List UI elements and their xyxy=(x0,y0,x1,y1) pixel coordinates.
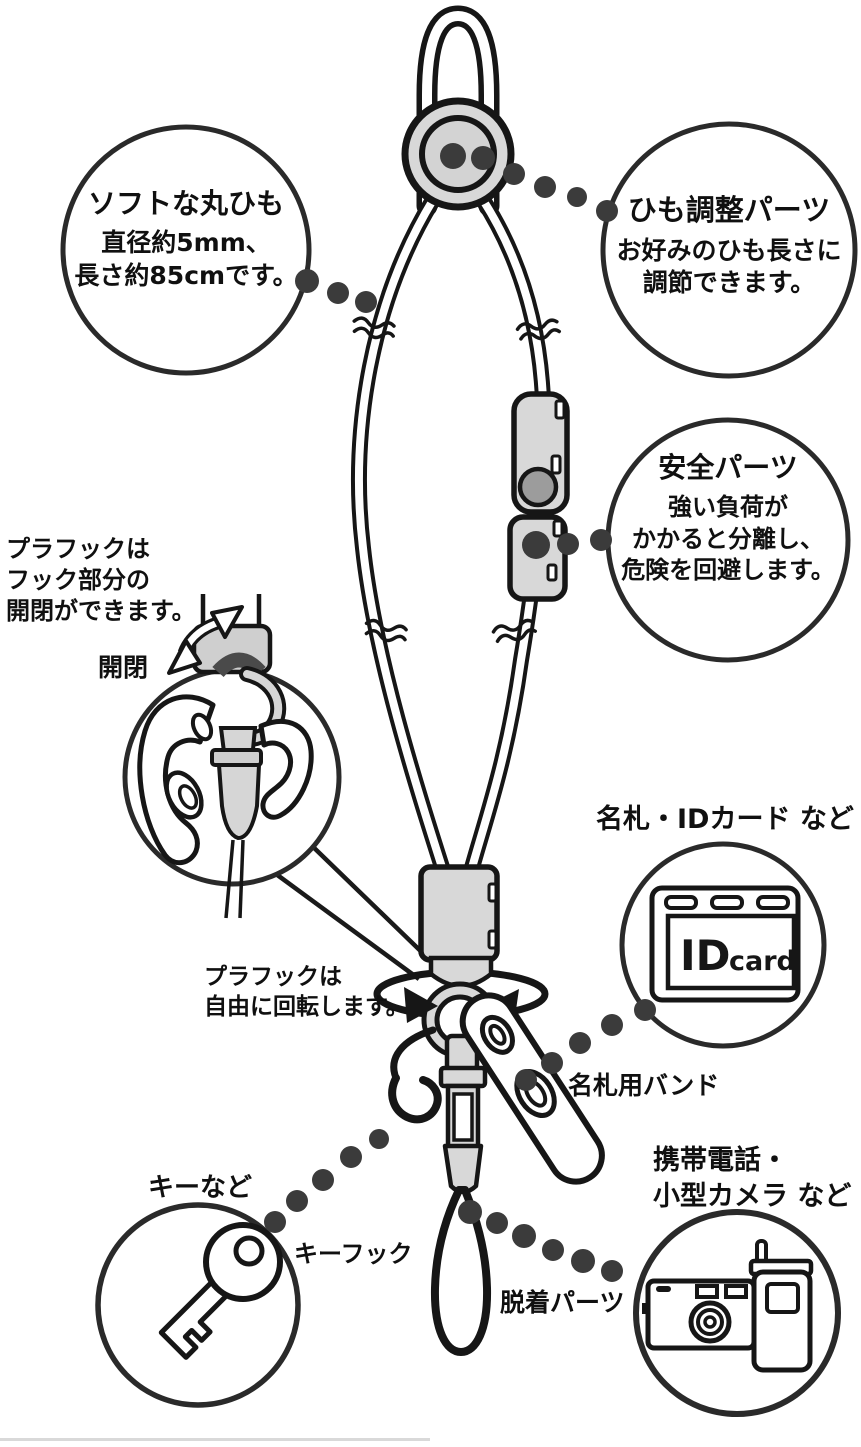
callout-cord-adjuster-title: ひも調整パーツ xyxy=(627,193,831,227)
callout-safety-part-title: 安全パーツ xyxy=(658,451,798,484)
callout-soft-cord-line: 直径約5mm、 xyxy=(101,228,271,258)
note-hook-rotation: プラフックは 自由に回転します。 xyxy=(204,962,409,1023)
main-hook xyxy=(438,1033,488,1195)
note-hook-open-close-line: フック部分の xyxy=(6,566,150,595)
id-card-text-card: card xyxy=(729,946,796,977)
callout-circles xyxy=(60,121,858,663)
callout-safety-part: 安全パーツ 強い負荷が かかると分離し、 危険を回避します。 xyxy=(608,450,848,586)
dots-key xyxy=(264,1129,389,1233)
key-hook-part xyxy=(388,1026,442,1124)
callout-safety-part-line: 強い負荷が xyxy=(668,493,788,522)
callout-safety-part-line: 危険を回避します。 xyxy=(621,555,835,584)
phone-icon xyxy=(748,1239,814,1373)
note-hook-open-close-line: 開閉ができます。 xyxy=(6,597,196,626)
note-hook-open-close-line: プラフックは xyxy=(6,535,150,563)
callout-circle-soft-cord xyxy=(60,124,312,376)
camera-phone-callout xyxy=(633,1209,841,1417)
id-card-callout: ID card xyxy=(619,841,827,1049)
heading-keys: キーなど xyxy=(148,1173,253,1203)
key-icon xyxy=(158,1222,283,1360)
strap-loop xyxy=(430,1186,492,1356)
callout-soft-cord-line: 長さ約85cmです。 xyxy=(74,260,298,290)
heading-phone-camera: 携帯電話・ 小型カメラ など xyxy=(653,1143,851,1214)
label-detachable-part: 脱着パーツ xyxy=(500,1288,625,1317)
callout-cord-adjuster-line: 調節できます。 xyxy=(642,268,816,298)
cord-tie-marks xyxy=(352,316,561,644)
dots-soft-cord xyxy=(295,269,377,313)
callout-soft-cord-title: ソフトな丸ひも xyxy=(87,187,284,220)
scan-artifact xyxy=(0,1438,430,1441)
dots-detach xyxy=(458,1200,623,1282)
note-hook-rotation-line: 自由に回転します。 xyxy=(204,994,409,1021)
dots-id-card xyxy=(515,999,656,1091)
open-close-arrow xyxy=(167,605,244,675)
heading-phone-camera-line: 小型カメラ など xyxy=(653,1180,852,1212)
callout-cord-adjuster-line: お好みのひも長さに xyxy=(616,235,842,265)
heading-id-card: 名札・IDカード など xyxy=(596,804,854,835)
center-connector xyxy=(418,864,500,963)
id-card-text-id: ID xyxy=(680,931,731,980)
label-key-hook: キーフック xyxy=(294,1240,413,1268)
callout-safety-part-line: かかると分離し、 xyxy=(632,524,824,553)
hook-detail-pointer xyxy=(274,840,435,981)
id-card-icon: ID card xyxy=(649,885,801,1003)
rotation-arrow-left xyxy=(404,987,438,1023)
callout-cord-adjuster: ひも調整パーツ お好みのひも長さに 調節できます。 xyxy=(604,192,854,300)
note-hook-open-close: プラフックは フック部分の 開閉ができます。 xyxy=(6,534,196,628)
camera-icon xyxy=(642,1278,757,1351)
heading-phone-camera-line: 携帯電話・ xyxy=(653,1145,788,1176)
callout-circle-adjuster xyxy=(600,121,858,379)
dots-safety xyxy=(557,529,612,555)
label-open-close: 開閉 xyxy=(98,653,149,682)
key-callout xyxy=(95,1202,301,1408)
dotted-leader-lines xyxy=(264,146,656,1282)
dots-adjuster xyxy=(471,146,618,222)
label-name-tag-band: 名札用バンド xyxy=(568,1071,720,1100)
note-hook-rotation-line: プラフックは xyxy=(204,964,342,990)
safety-breakaway-part xyxy=(507,391,570,602)
cord-adjuster-part xyxy=(401,97,515,211)
hook-detail-view xyxy=(137,594,314,919)
callout-soft-cord: ソフトな丸ひも 直径約5mm、 長さ約85cmです。 xyxy=(64,186,308,292)
